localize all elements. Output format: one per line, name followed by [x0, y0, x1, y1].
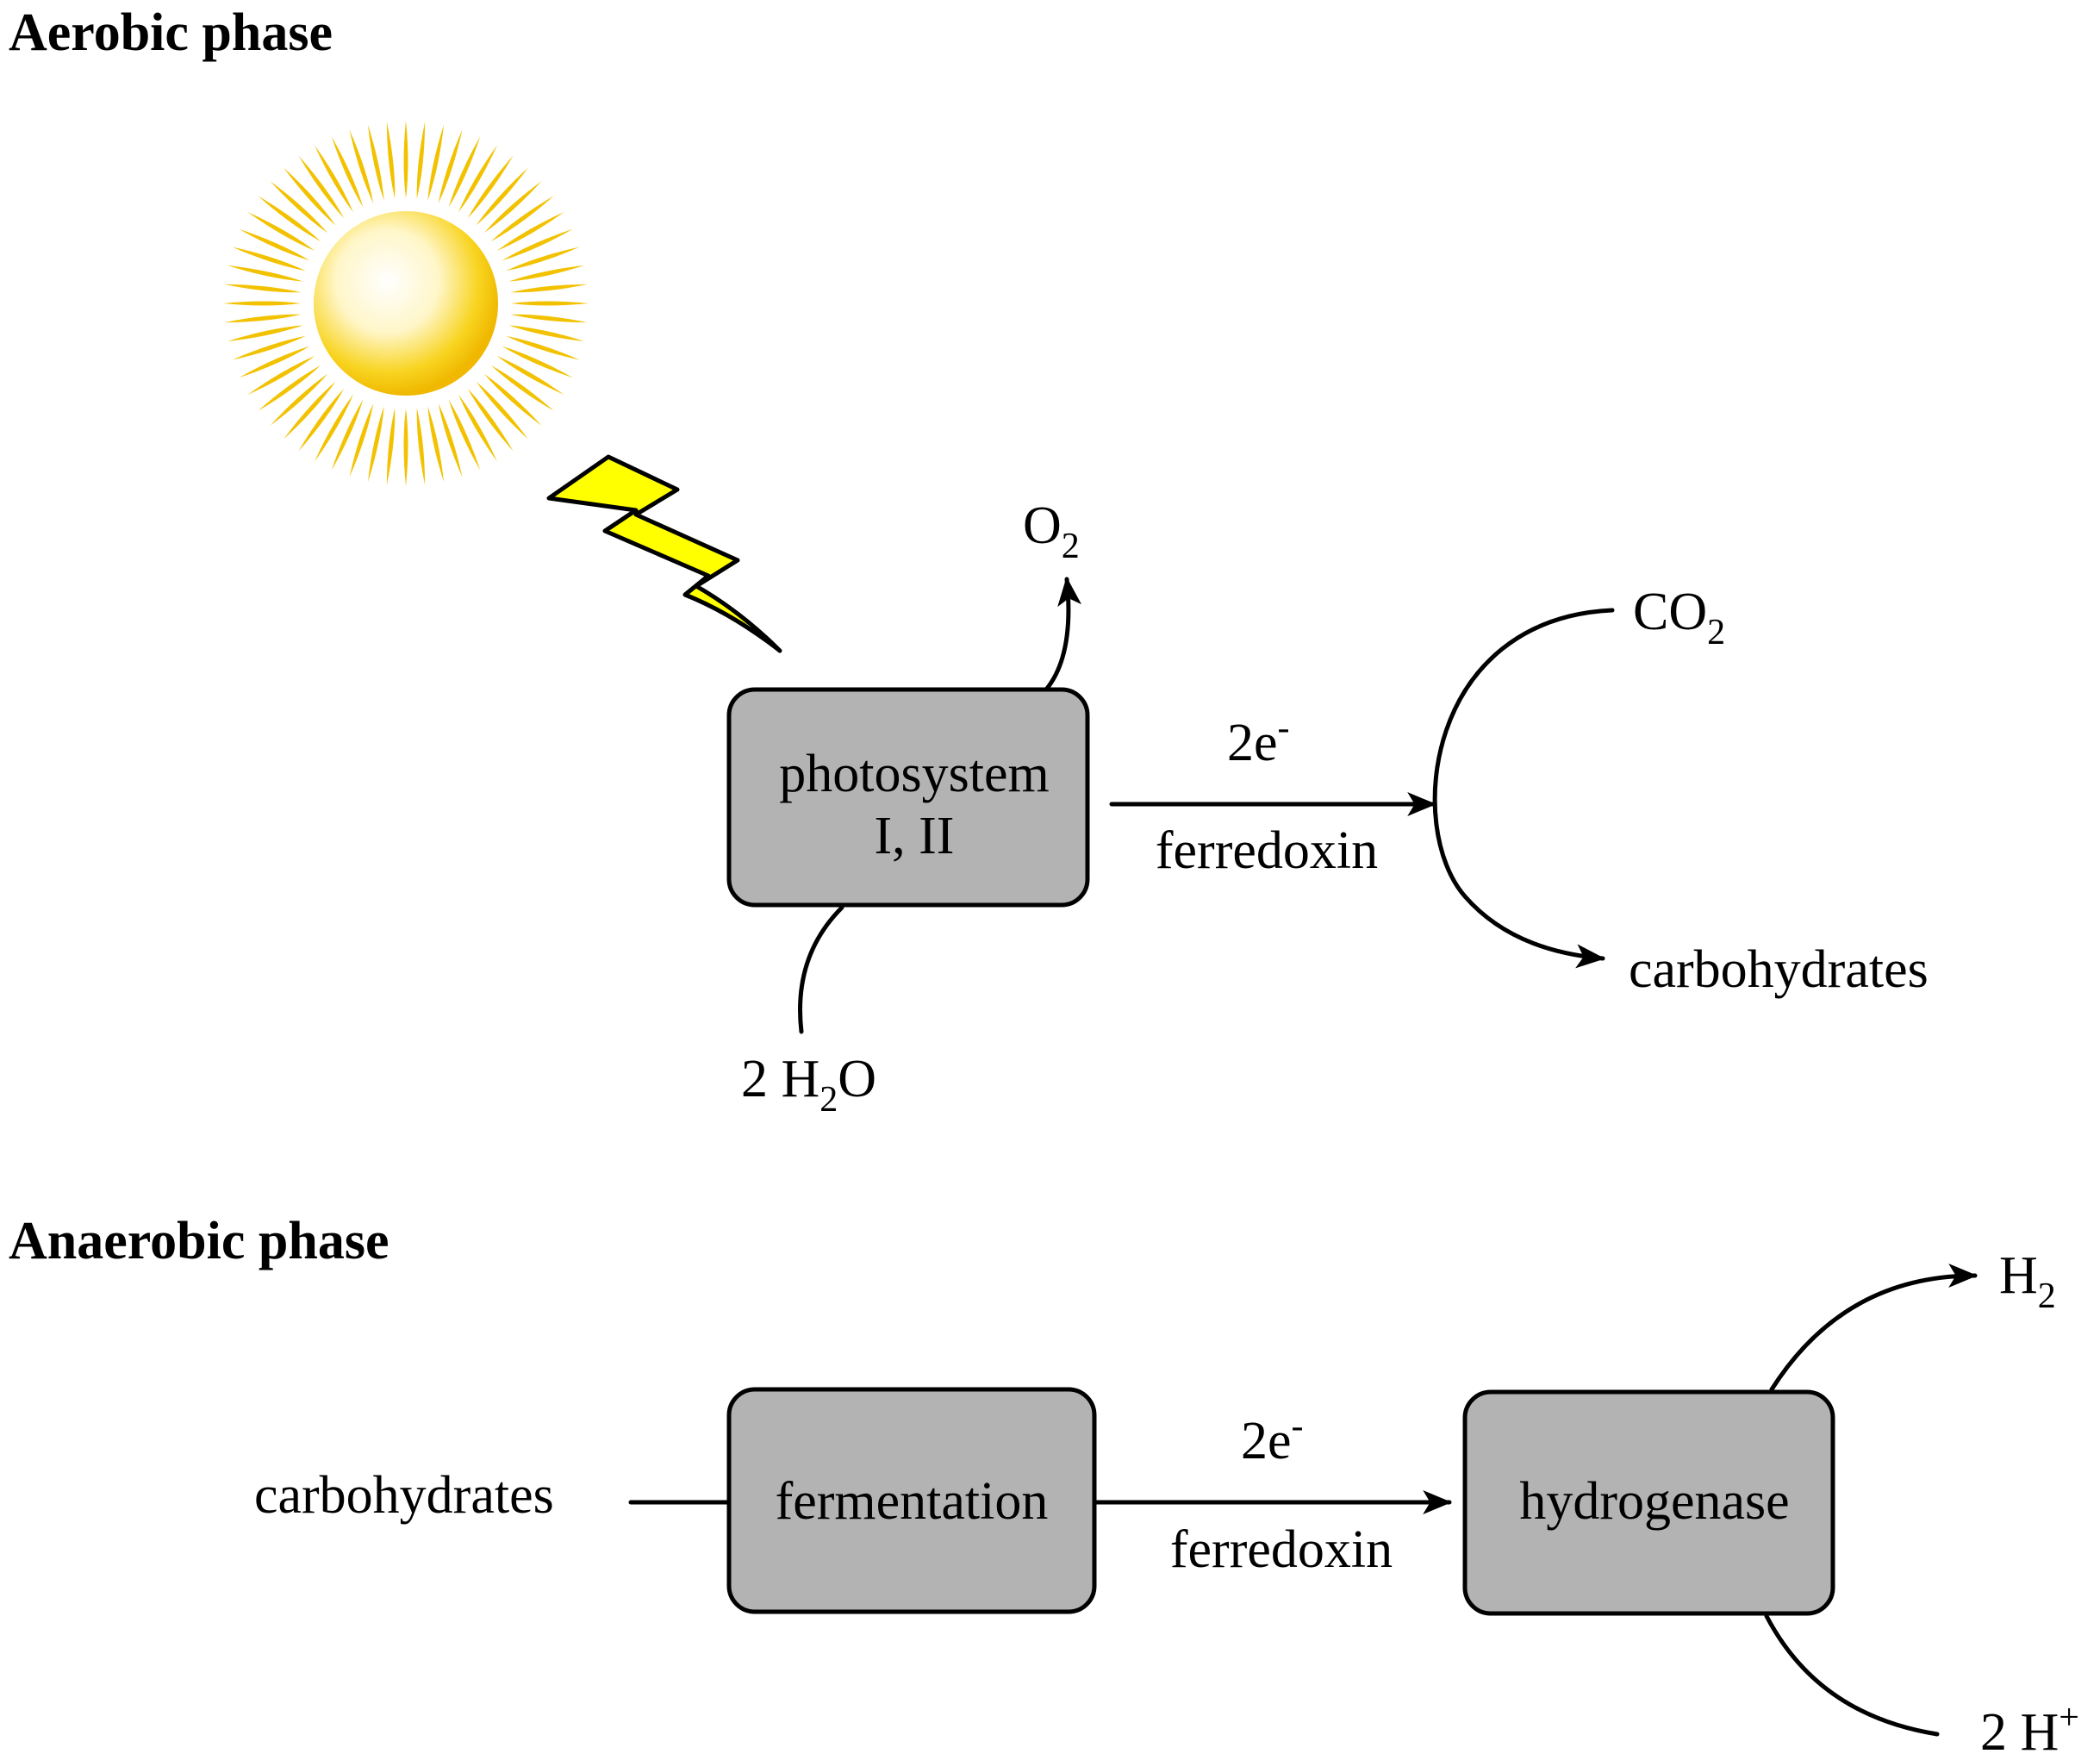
aerobic-heading: Aerobic phase — [9, 3, 333, 62]
water-input-line — [798, 905, 844, 1034]
sun-ray — [511, 301, 589, 306]
anaerobic-heading: Anaerobic phase — [9, 1212, 389, 1270]
sun-ray — [506, 335, 580, 360]
sun-ray — [427, 406, 445, 483]
sun-ray — [315, 394, 353, 462]
sun-ray — [483, 373, 542, 426]
sun-ray — [284, 381, 336, 440]
anaerobic-carrier-label: ferredoxin — [1170, 1520, 1393, 1579]
sun-ray — [349, 129, 374, 203]
sun-ray — [349, 403, 374, 477]
photosystem-sublabel: I, II — [875, 807, 955, 865]
aerobic-carrier-label: ferredoxin — [1156, 821, 1378, 880]
sun-ray — [490, 196, 554, 242]
sun-ray — [502, 228, 573, 261]
sun-ray — [258, 365, 321, 411]
anaerobic-electrons-label: 2e- — [1241, 1407, 1304, 1470]
co2-label: CO2 — [1633, 583, 1725, 652]
h2-release-arrow — [1769, 1264, 1978, 1392]
photosystem-label: photosystem — [779, 745, 1049, 803]
sun-ray — [510, 314, 588, 323]
sun-ray — [315, 145, 353, 213]
sun-ray — [403, 409, 408, 486]
sun-ray — [448, 136, 481, 208]
lightning-bolt-icon — [546, 454, 782, 653]
sun-ray — [438, 129, 463, 203]
sun-ray — [458, 145, 497, 213]
sun-ray — [284, 167, 336, 226]
sun-ray — [403, 121, 408, 198]
sun-ray — [239, 228, 310, 261]
sun-ray — [298, 388, 345, 452]
sun-core — [314, 211, 498, 396]
sun-ray — [386, 408, 396, 485]
sun-ray — [467, 155, 514, 219]
sun-ray — [224, 284, 302, 293]
sun-ray — [508, 265, 585, 282]
sun-ray — [386, 122, 396, 199]
sun-ray — [416, 122, 426, 199]
sun-ray — [298, 155, 345, 219]
sun-icon — [223, 121, 589, 486]
proton-input-line — [1764, 1613, 1940, 1737]
sun-ray — [232, 247, 306, 271]
o2-label: O2 — [1023, 496, 1080, 566]
sun-ray — [483, 181, 542, 234]
sun-ray — [270, 373, 328, 426]
co2-fixation-arrow — [1432, 608, 1615, 969]
sun-ray — [367, 124, 384, 201]
sun-ray — [331, 136, 364, 208]
carbohydrates-product-label: carbohydrates — [1629, 940, 1929, 999]
sun-ray — [510, 284, 588, 293]
sun-ray — [508, 325, 585, 342]
sun-ray — [223, 301, 301, 306]
sun-ray — [224, 314, 302, 323]
sun-ray — [467, 388, 514, 452]
proton-label: 2 H+ — [1980, 1698, 2079, 1760]
sun-ray — [232, 335, 306, 360]
sun-ray — [490, 365, 554, 411]
hydrogenase-label: hydrogenase — [1519, 1472, 1789, 1531]
sun-ray — [476, 167, 528, 226]
sun-ray — [239, 346, 310, 378]
sun-ray — [227, 265, 303, 282]
sun-ray — [270, 181, 328, 234]
sun-ray — [506, 247, 580, 271]
sun-ray — [427, 124, 445, 201]
sun-ray — [367, 406, 384, 483]
aerobic-electrons-label: 2e- — [1227, 708, 1290, 772]
sun-ray — [458, 394, 497, 462]
sun-ray — [496, 212, 564, 251]
sun-ray — [476, 381, 528, 440]
sun-ray — [258, 196, 321, 242]
carbohydrates-input-label: carbohydrates — [254, 1466, 554, 1525]
sun-ray — [247, 356, 315, 395]
photosystem-box — [726, 687, 1090, 908]
sun-ray — [247, 212, 315, 251]
sun-ray — [416, 408, 426, 485]
sun-ray — [227, 325, 303, 342]
h2-label: H2 — [1999, 1246, 2056, 1316]
sun-ray — [331, 399, 364, 471]
o2-release-arrow — [1044, 577, 1082, 692]
sun-ray — [496, 356, 564, 395]
sun-ray — [502, 346, 573, 378]
sun-ray — [438, 403, 463, 477]
sun-rays — [223, 121, 589, 486]
water-label: 2 H2O — [741, 1050, 876, 1120]
fermentation-label: fermentation — [776, 1472, 1049, 1531]
sun-ray — [448, 399, 481, 471]
hydrogenase-box — [1462, 1389, 1835, 1616]
